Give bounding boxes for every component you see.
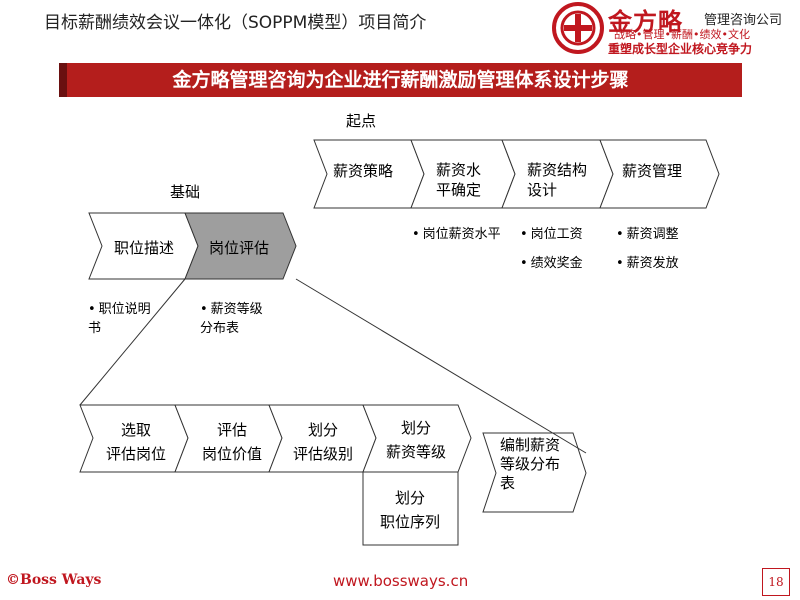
banner-title: 金方略管理咨询为企业进行薪酬激励管理体系设计步骤 <box>59 63 742 97</box>
company-name: 管理咨询公司 <box>704 13 783 28</box>
step-output: 编制薪资 等级分布 表 <box>500 436 561 492</box>
step-select-positions: 选取 评估岗位 <box>105 421 166 463</box>
chevron-output <box>482 432 587 513</box>
start-label: 起点 <box>346 112 377 130</box>
logo-icon <box>552 2 604 54</box>
header-title: 目标薪酬绩效会议一体化（SOPPM模型）项目简介 <box>44 13 427 33</box>
step-job-description: 职位描述 <box>114 239 175 257</box>
note-management-1: •薪资调整 <box>616 227 679 242</box>
note-job-evaluation: •薪资等级 分布表 <box>200 302 263 336</box>
note-job-description: •职位说明 书 <box>88 302 151 336</box>
step-salary-structure: 薪资结构 设计 <box>527 161 588 199</box>
step-job-series: 划分 职位序列 <box>379 489 440 531</box>
step-salary-management: 薪资管理 <box>622 162 683 180</box>
zoom-line-right <box>295 278 587 454</box>
note-structure-2: •绩效奖金 <box>520 256 583 271</box>
note-structure-1: •岗位工资 <box>520 227 583 242</box>
step-evaluate-value: 评估 岗位价值 <box>201 421 262 463</box>
step-evaluation-grades: 划分 评估级别 <box>292 421 353 463</box>
note-salary-level: •岗位薪资水平 <box>412 227 501 242</box>
foundation-label: 基础 <box>170 183 201 201</box>
step-salary-level: 薪资水 平确定 <box>436 161 482 199</box>
note-management-2: •薪资发放 <box>616 256 679 271</box>
footer-url[interactable]: www.bossways.cn <box>333 572 469 590</box>
box-job-series <box>362 471 459 546</box>
page-number: 18 <box>762 568 790 596</box>
step-job-evaluation: 岗位评估 <box>209 239 270 257</box>
chevron-salary-management <box>599 139 720 209</box>
banner-edge <box>59 63 67 97</box>
slogan-line-2: 重塑成长型企业核心竞争力 <box>608 42 753 56</box>
zoom-line-left <box>79 278 186 406</box>
footer-copyright: ©Boss Ways <box>6 572 102 588</box>
chevron-job-evaluation <box>184 212 297 280</box>
step-salary-grades: 划分 薪资等级 <box>385 419 446 461</box>
logo-text: 金方略 <box>608 7 683 36</box>
slogan-line-1: 战略•管理•薪酬•绩效•文化 <box>614 28 750 41</box>
step-salary-strategy: 薪资策略 <box>333 162 394 180</box>
